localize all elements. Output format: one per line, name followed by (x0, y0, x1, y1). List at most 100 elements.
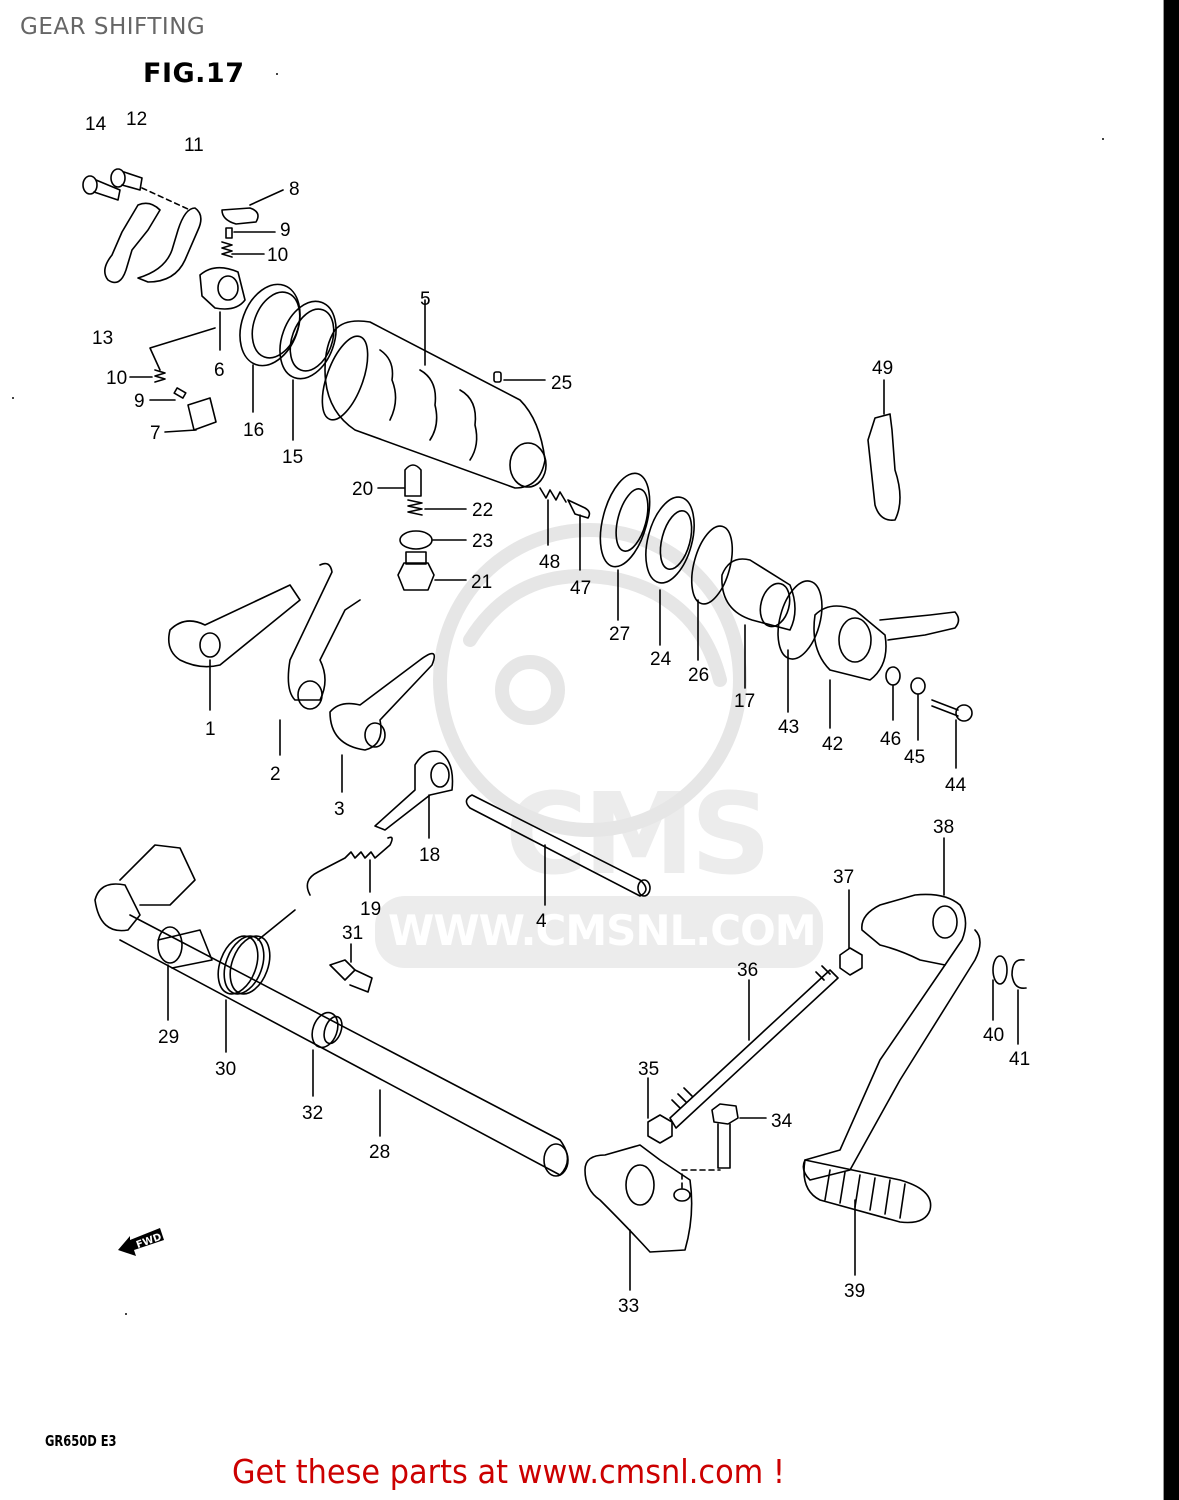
collar-29-icon (157, 926, 213, 969)
part-label-2[interactable]: 2 (270, 764, 281, 785)
oil-seal-43-icon (777, 580, 823, 660)
part-label-32[interactable]: 32 (302, 1103, 324, 1124)
right-edge-bar (1163, 0, 1179, 1500)
scan-dot (125, 1313, 127, 1315)
part-label-9[interactable]: 9 (280, 220, 291, 241)
page-title: GEAR SHIFTING (20, 14, 206, 40)
part-label-30[interactable]: 30 (215, 1059, 237, 1080)
part-label-26[interactable]: 26 (688, 665, 710, 686)
plug-bolt-21-icon (397, 551, 435, 591)
oil-seal-32-icon (311, 1011, 343, 1049)
part-label-44[interactable]: 44 (945, 775, 967, 796)
circlip-26-icon (690, 525, 734, 605)
part-label-9-secondary[interactable]: 9 (134, 391, 145, 412)
pawl-8-icon (221, 207, 259, 225)
ring-15-icon (279, 300, 337, 380)
figure-number: FIG.17 (143, 58, 245, 89)
part-label-31[interactable]: 31 (342, 923, 364, 944)
fork-shaft-4-icon (465, 794, 651, 906)
fwd-label: FWD (135, 1232, 163, 1251)
part-label-17[interactable]: 17 (734, 691, 756, 712)
bolt-34-icon (711, 1103, 739, 1169)
part-label-37[interactable]: 37 (833, 867, 855, 888)
part-label-1[interactable]: 1 (205, 719, 216, 740)
part-label-48[interactable]: 48 (539, 552, 561, 573)
shift-arm-42-icon (813, 605, 960, 681)
gear-position-plate-49-icon (867, 413, 901, 522)
part-label-10-secondary[interactable]: 10 (106, 368, 128, 389)
nut-45-icon (910, 677, 926, 695)
shift-fork-18-icon (374, 750, 454, 839)
part-label-13[interactable]: 13 (92, 328, 114, 349)
pin-9-icon (225, 227, 233, 239)
scan-dot (1102, 138, 1104, 140)
pin-47-icon (567, 499, 591, 519)
gearshift-arm-33-icon (584, 1144, 693, 1253)
watermark-url: WWW.CMSNL.COM (388, 906, 817, 955)
part-label-47[interactable]: 47 (570, 578, 592, 599)
screw-14-icon (82, 175, 121, 201)
pin-9b-icon (173, 387, 187, 399)
get-parts-link[interactable]: Get these parts at www.cmsnl.com ! (232, 1452, 786, 1491)
part-label-16[interactable]: 16 (243, 420, 265, 441)
part-label-46[interactable]: 46 (880, 729, 902, 750)
part-label-12[interactable]: 12 (126, 109, 148, 130)
stopper-bolt-31-icon (329, 959, 373, 993)
shift-cam-5-icon (321, 299, 547, 489)
watermark-mascot-icon (433, 523, 747, 837)
scan-dot (12, 397, 14, 399)
part-label-15[interactable]: 15 (282, 447, 304, 468)
part-label-27[interactable]: 27 (609, 624, 631, 645)
part-label-22[interactable]: 22 (472, 500, 494, 521)
part-label-29[interactable]: 29 (158, 1027, 180, 1048)
part-label-34[interactable]: 34 (771, 1111, 793, 1132)
washer-40-icon (992, 955, 1008, 985)
part-label-6[interactable]: 6 (214, 360, 225, 381)
washer-46-icon (885, 666, 901, 686)
stopper-plate-13-icon (104, 202, 161, 284)
part-label-43[interactable]: 43 (778, 717, 800, 738)
part-label-7[interactable]: 7 (150, 423, 161, 444)
circlip-41-icon (1011, 958, 1027, 990)
part-label-38[interactable]: 38 (933, 817, 955, 838)
shift-fork-1-icon (167, 584, 301, 711)
model-code: GR650D E3 (45, 1432, 117, 1450)
part-label-24[interactable]: 24 (650, 649, 672, 670)
part-label-8[interactable]: 8 (289, 179, 300, 200)
part-label-4[interactable]: 4 (536, 911, 547, 932)
part-label-3[interactable]: 3 (334, 799, 345, 820)
part-label-40[interactable]: 40 (983, 1025, 1005, 1046)
part-label-5[interactable]: 5 (420, 289, 431, 310)
part-label-45[interactable]: 45 (904, 747, 926, 768)
part-label-25[interactable]: 25 (551, 373, 573, 394)
cam-guide-11-icon (137, 207, 202, 283)
part-label-20[interactable]: 20 (352, 479, 374, 500)
part-label-18[interactable]: 18 (419, 845, 441, 866)
part-label-11[interactable]: 11 (184, 135, 204, 156)
bearing-17-icon (721, 558, 796, 631)
stopper-24-icon (645, 496, 695, 584)
shift-fork-3-icon (329, 652, 436, 793)
spring-22-icon (407, 499, 423, 516)
part-label-21[interactable]: 21 (471, 572, 493, 593)
part-label-39[interactable]: 39 (844, 1281, 866, 1302)
plunger-20-icon (404, 464, 422, 497)
part-label-28[interactable]: 28 (369, 1142, 391, 1163)
pin-25-icon (493, 371, 502, 383)
part-label-42[interactable]: 42 (822, 734, 844, 755)
part-label-36[interactable]: 36 (737, 960, 759, 981)
screw-12-icon (110, 168, 143, 191)
part-label-33[interactable]: 33 (618, 1296, 640, 1317)
part-label-41[interactable]: 41 (1009, 1049, 1031, 1070)
bearing-16-icon (239, 283, 301, 367)
part-label-10[interactable]: 10 (267, 245, 289, 266)
watermark-band (375, 896, 823, 968)
washer-27-icon (599, 472, 651, 568)
part-label-14[interactable]: 14 (85, 114, 107, 135)
return-spring-19-icon (306, 836, 393, 896)
part-label-49[interactable]: 49 (872, 358, 894, 379)
part-label-23[interactable]: 23 (472, 531, 494, 552)
part-label-19[interactable]: 19 (360, 899, 382, 920)
part-label-35[interactable]: 35 (638, 1059, 660, 1080)
